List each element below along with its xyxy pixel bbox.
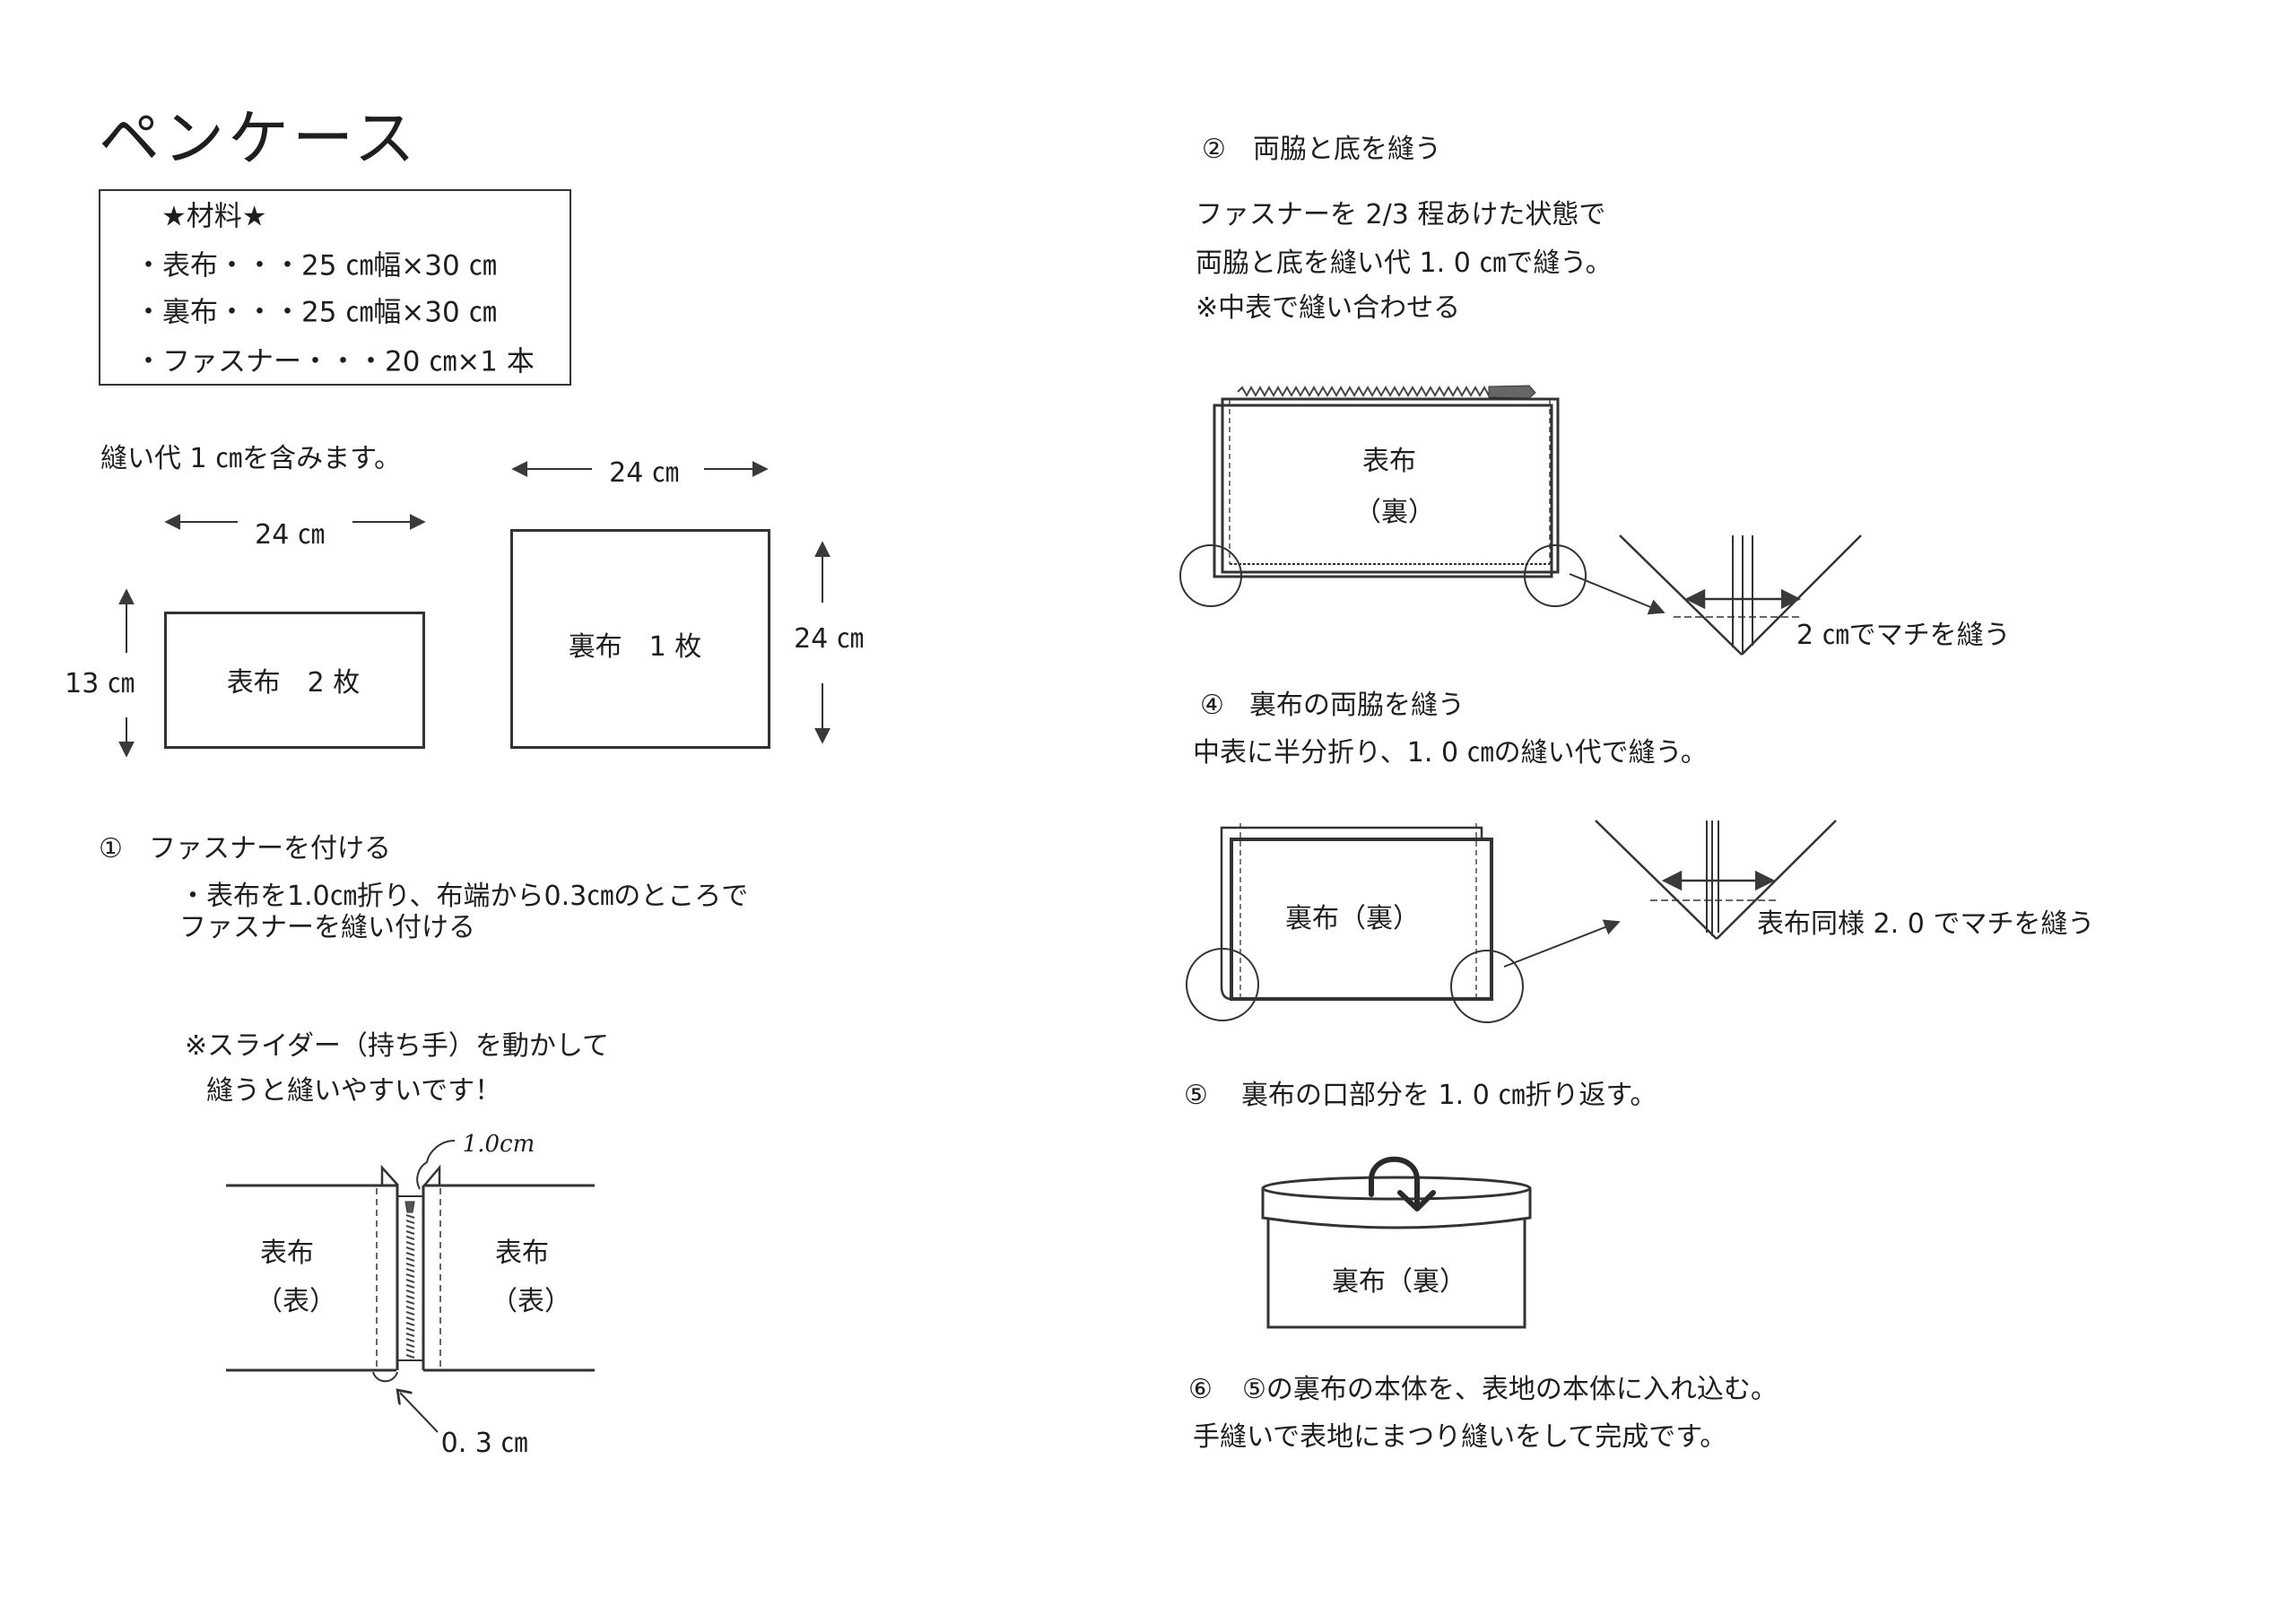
step5-heading: 裏布の口部分を 1. 0 ㎝折り返す。: [1241, 1080, 1657, 1111]
zipper-diagram-left-sublabel: （表）: [256, 1286, 336, 1317]
step1-number: ①: [99, 833, 123, 864]
lining-fabric-piece: [510, 529, 770, 749]
lining-fabric-width-label: 24 ㎝: [609, 457, 679, 489]
step6-line-2: 手縫いで表地にまつり縫いをして完成です。: [1193, 1421, 1727, 1453]
materials-box: [99, 189, 571, 386]
outer-fabric-height-label: 13 ㎝: [65, 668, 135, 699]
step2-line-1: ファスナーを 2/3 程あけた状態で: [1196, 199, 1606, 230]
materials-item-outer-fabric: ・表布・・・25 ㎝幅×30 ㎝: [135, 249, 497, 282]
step2-gusset-note: 2 ㎝でマチを縫う: [1796, 620, 2011, 651]
zipper-diagram-left-label: 表布: [260, 1238, 314, 1269]
step2-bag-diagram: [1179, 397, 1665, 615]
step2-bag-sublabel: （裏）: [1354, 497, 1435, 528]
step2-heading: 両脇と底を縫う: [1253, 134, 1441, 165]
page-title: ペンケース: [99, 104, 419, 175]
step2-line-2: 両脇と底を縫い代 1. 0 ㎝で縫う。: [1196, 248, 1613, 279]
materials-heading: ★材料★: [161, 200, 267, 233]
step4-gusset-note: 表布同様 2. 0 でマチを縫う: [1757, 908, 2095, 940]
zipper-teeth: [405, 1214, 415, 1359]
step1-tip-line-1: ※スライダー（持ち手）を動かして: [185, 1030, 610, 1062]
zipper-attachment-diagram: [226, 1140, 595, 1433]
materials-item-zipper: ・ファスナー・・・20 ㎝×1 本: [135, 345, 535, 378]
step2-zipper: [1237, 385, 1490, 398]
step4-heading: 裏布の両脇を縫う: [1249, 690, 1465, 721]
step1-instruction-line-1: ・表布を1.0㎝折り、布端から0.3㎝のところで: [179, 881, 749, 912]
seam-allowance-note: 縫い代 1 ㎝を含みます。: [100, 443, 402, 474]
step4-number: ④: [1200, 690, 1224, 721]
step2-gusset-diagram: [1619, 534, 1862, 656]
fold-over-arrow-icon: [1369, 1156, 1436, 1211]
outer-fabric-piece: [164, 612, 425, 749]
zipper-pull-tab: [404, 1201, 415, 1213]
step6-line-1: ⑤の裏布の本体を、表地の本体に入れ込む。: [1242, 1374, 1778, 1405]
step2-bag-label: 表布: [1362, 446, 1416, 477]
step5-cuff-diagram: [1261, 1176, 1532, 1329]
step5-lining-label: 裏布（裏）: [1332, 1266, 1466, 1298]
step6-number: ⑥: [1188, 1374, 1213, 1405]
fold-annotation: 1.0cm: [462, 1131, 535, 1158]
materials-item-lining-fabric: ・裏布・・・25 ㎝幅×30 ㎝: [135, 296, 497, 329]
lining-fabric-height-label: 24 ㎝: [794, 623, 864, 655]
step2-line-3: ※中表で縫い合わせる: [1196, 292, 1461, 324]
outer-fabric-label: 表布 2 枚: [226, 667, 361, 699]
outer-fabric-width-label: 24 ㎝: [255, 519, 325, 551]
stitch-annotation: 0. 3 ㎝: [440, 1428, 528, 1459]
step4-line-1: 中表に半分折り、1. 0 ㎝の縫い代で縫う。: [1193, 737, 1708, 769]
step1-instruction-line-2: ファスナーを縫い付ける: [179, 912, 475, 943]
step4-lining-diagram: [1186, 823, 1621, 1023]
zipper-diagram-right-label: 表布: [495, 1238, 549, 1269]
step2-number: ②: [1202, 134, 1226, 165]
step4-bag-label: 裏布（裏）: [1285, 903, 1420, 934]
step5-number: ⑤: [1184, 1080, 1208, 1111]
step1-heading: ファスナーを付ける: [149, 833, 391, 864]
lining-fabric-label: 裏布 1 枚: [568, 631, 702, 663]
step2-zipper-slider: [1488, 385, 1536, 399]
step4-gusset-diagram: [1595, 820, 1837, 940]
step1-tip-line-2: 縫うと縫いやすいです！: [206, 1075, 502, 1107]
zipper-diagram-right-sublabel: （表）: [491, 1286, 571, 1317]
